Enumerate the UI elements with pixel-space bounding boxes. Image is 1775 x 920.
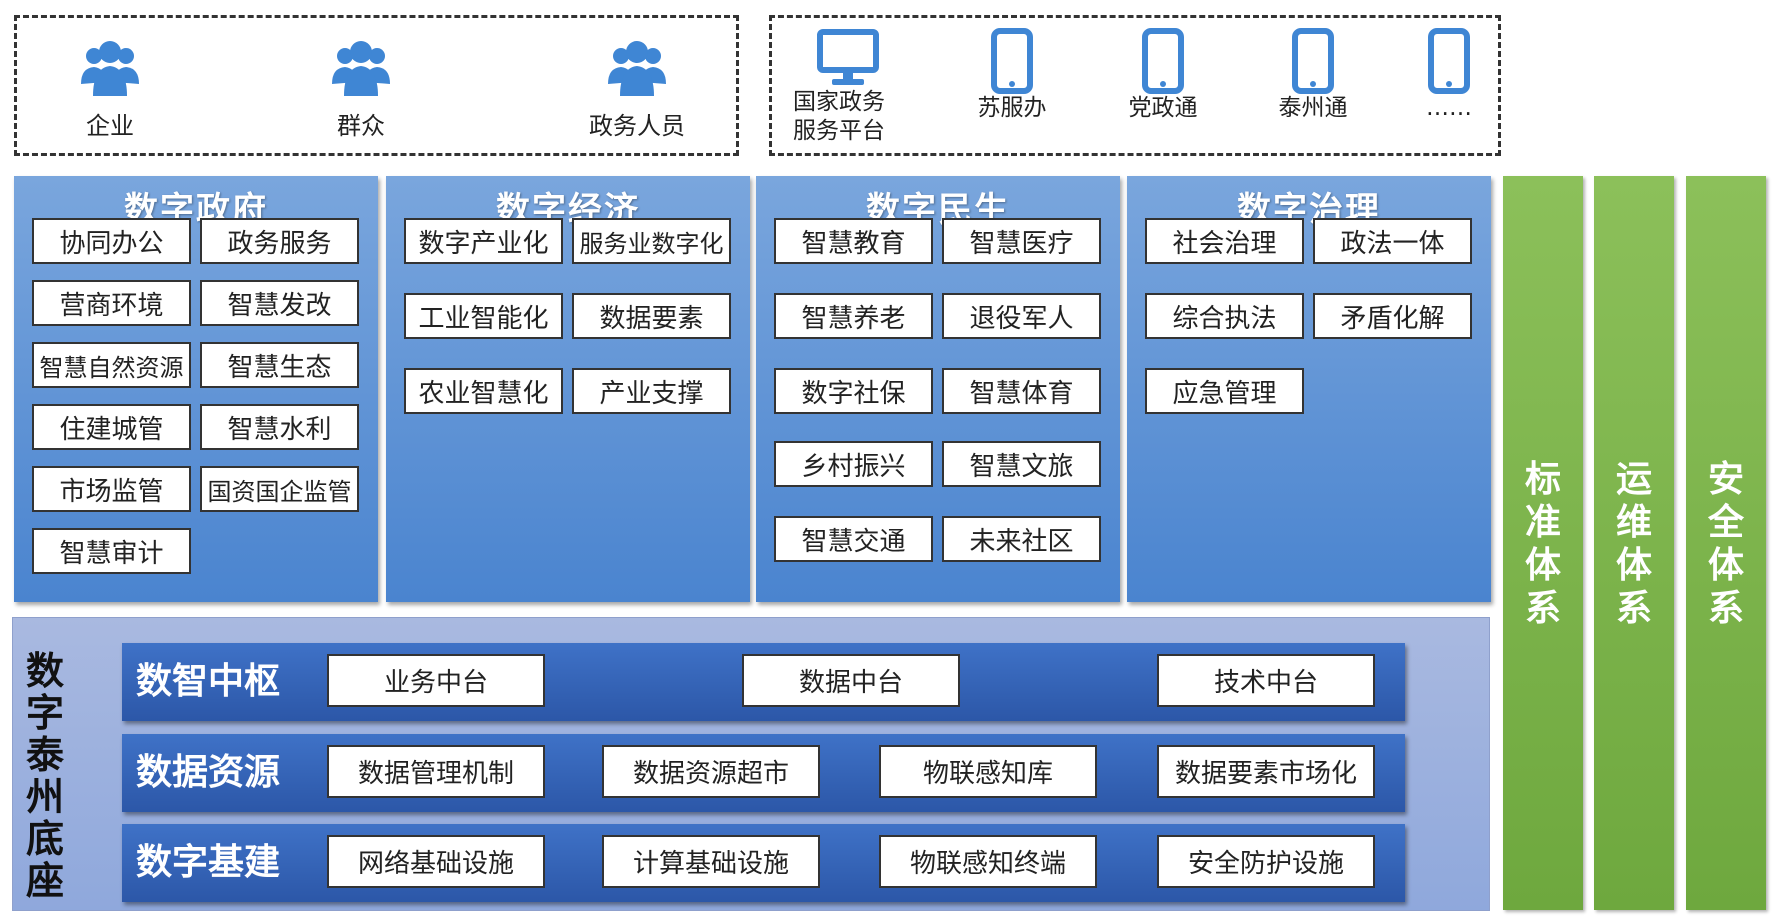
module-box[interactable]: 智慧文旅	[942, 441, 1101, 487]
platform-box[interactable]: 数据资源超市	[602, 745, 820, 798]
module-box[interactable]: 服务业数字化	[572, 218, 731, 264]
monitor-icon	[793, 28, 903, 88]
module-box[interactable]: 智慧生态	[200, 342, 359, 388]
module-box[interactable]: 数字产业化	[404, 218, 563, 264]
channel-0[interactable]: 国家政务 服务平台	[793, 28, 903, 146]
platform-box[interactable]: 物联感知终端	[879, 835, 1097, 888]
channel-label[interactable]: ……	[1426, 95, 1472, 121]
platform-box[interactable]: 网络基础设施	[327, 835, 545, 888]
base-row-1: 数据资源 数据管理机制 数据资源超市 物联感知库 数据要素市场化	[122, 734, 1405, 812]
platform-box[interactable]: 物联感知库	[879, 745, 1097, 798]
user-1: 群众	[301, 38, 421, 141]
system-label: 标准体系	[1524, 459, 1561, 629]
channel-1[interactable]: 苏服办	[957, 28, 1067, 123]
module-box[interactable]: 综合执法	[1145, 293, 1304, 339]
platform-box[interactable]: 计算基础设施	[602, 835, 820, 888]
module-box[interactable]: 矛盾化解	[1313, 293, 1472, 339]
channel-group-box	[769, 15, 1501, 156]
module-box[interactable]: 智慧养老	[774, 293, 933, 339]
panel-2: 数字民生智慧教育智慧医疗智慧养老退役军人数字社保智慧体育乡村振兴智慧文旅智慧交通…	[756, 176, 1120, 602]
base-title: 数字泰州底座	[25, 649, 64, 903]
channel-4[interactable]: ……	[1394, 28, 1504, 123]
user-label: 企业	[86, 112, 134, 140]
module-box[interactable]: 智慧医疗	[942, 218, 1101, 264]
phone-icon	[957, 28, 1067, 94]
user-label: 政务人员	[589, 112, 685, 140]
module-box[interactable]: 营商环境	[32, 280, 191, 326]
module-box[interactable]: 智慧自然资源	[32, 342, 191, 388]
channel-label[interactable]: 苏服办	[977, 95, 1047, 121]
platform-box[interactable]: 数据要素市场化	[1157, 745, 1375, 798]
module-box[interactable]: 市场监管	[32, 466, 191, 512]
panel-1: 数字经济数字产业化服务业数字化工业智能化数据要素农业智慧化产业支撑	[386, 176, 750, 602]
module-box[interactable]: 政务服务	[200, 218, 359, 264]
channel-label[interactable]: 党政通	[1128, 95, 1198, 121]
phone-icon	[1394, 28, 1504, 94]
user-label: 群众	[337, 112, 385, 140]
user-group-icon	[50, 38, 170, 100]
phone-icon	[1108, 28, 1218, 94]
module-box[interactable]: 农业智慧化	[404, 368, 563, 414]
channel-2[interactable]: 党政通	[1108, 28, 1218, 123]
platform-box[interactable]: 业务中台	[327, 654, 545, 707]
module-box[interactable]: 政法一体	[1313, 218, 1472, 264]
module-box[interactable]: 数字社保	[774, 368, 933, 414]
row-label: 数字基建	[136, 842, 281, 883]
module-box[interactable]: 智慧教育	[774, 218, 933, 264]
channel-label[interactable]: 国家政务 服务平台	[793, 89, 885, 144]
user-2: 政务人员	[577, 38, 697, 141]
system-column-1: 运维体系	[1594, 176, 1674, 910]
system-label: 安全体系	[1707, 459, 1744, 629]
channel-label[interactable]: 泰州通	[1278, 95, 1348, 121]
panel-0: 数字政府协同办公政务服务营商环境智慧发改智慧自然资源智慧生态住建城管智慧水利市场…	[14, 176, 378, 602]
system-label: 运维体系	[1615, 459, 1652, 629]
module-box[interactable]: 智慧审计	[32, 528, 191, 574]
platform-box[interactable]: 技术中台	[1157, 654, 1375, 707]
module-box[interactable]: 住建城管	[32, 404, 191, 450]
module-box[interactable]: 智慧交通	[774, 516, 933, 562]
panel-3: 数字治理社会治理政法一体综合执法矛盾化解应急管理	[1127, 176, 1491, 602]
module-box[interactable]: 国资国企监管	[200, 466, 359, 512]
module-box[interactable]: 社会治理	[1145, 218, 1304, 264]
user-group-icon	[301, 38, 421, 100]
module-box[interactable]: 智慧体育	[942, 368, 1101, 414]
system-column-0: 标准体系	[1503, 176, 1583, 910]
module-box[interactable]: 智慧水利	[200, 404, 359, 450]
system-column-2: 安全体系	[1686, 176, 1766, 910]
phone-icon	[1258, 28, 1368, 94]
module-box[interactable]: 智慧发改	[200, 280, 359, 326]
module-box[interactable]: 应急管理	[1145, 368, 1304, 414]
base-row-2: 数字基建 网络基础设施 计算基础设施 物联感知终端 安全防护设施	[122, 824, 1405, 902]
module-box[interactable]: 退役军人	[942, 293, 1101, 339]
platform-box[interactable]: 安全防护设施	[1157, 835, 1375, 888]
module-box[interactable]: 未来社区	[942, 516, 1101, 562]
module-box[interactable]: 产业支撑	[572, 368, 731, 414]
row-label: 数智中枢	[136, 661, 281, 702]
module-box[interactable]: 协同办公	[32, 218, 191, 264]
row-label: 数据资源	[136, 752, 281, 793]
user-group-box	[14, 15, 739, 156]
base-row-0: 数智中枢 业务中台 数据中台 技术中台	[122, 643, 1405, 721]
module-box[interactable]: 数据要素	[572, 293, 731, 339]
platform-box[interactable]: 数据中台	[742, 654, 960, 707]
channel-3[interactable]: 泰州通	[1258, 28, 1368, 123]
user-group-icon	[577, 38, 697, 100]
platform-box[interactable]: 数据管理机制	[327, 745, 545, 798]
module-box[interactable]: 工业智能化	[404, 293, 563, 339]
user-0: 企业	[50, 38, 170, 141]
module-box[interactable]: 乡村振兴	[774, 441, 933, 487]
